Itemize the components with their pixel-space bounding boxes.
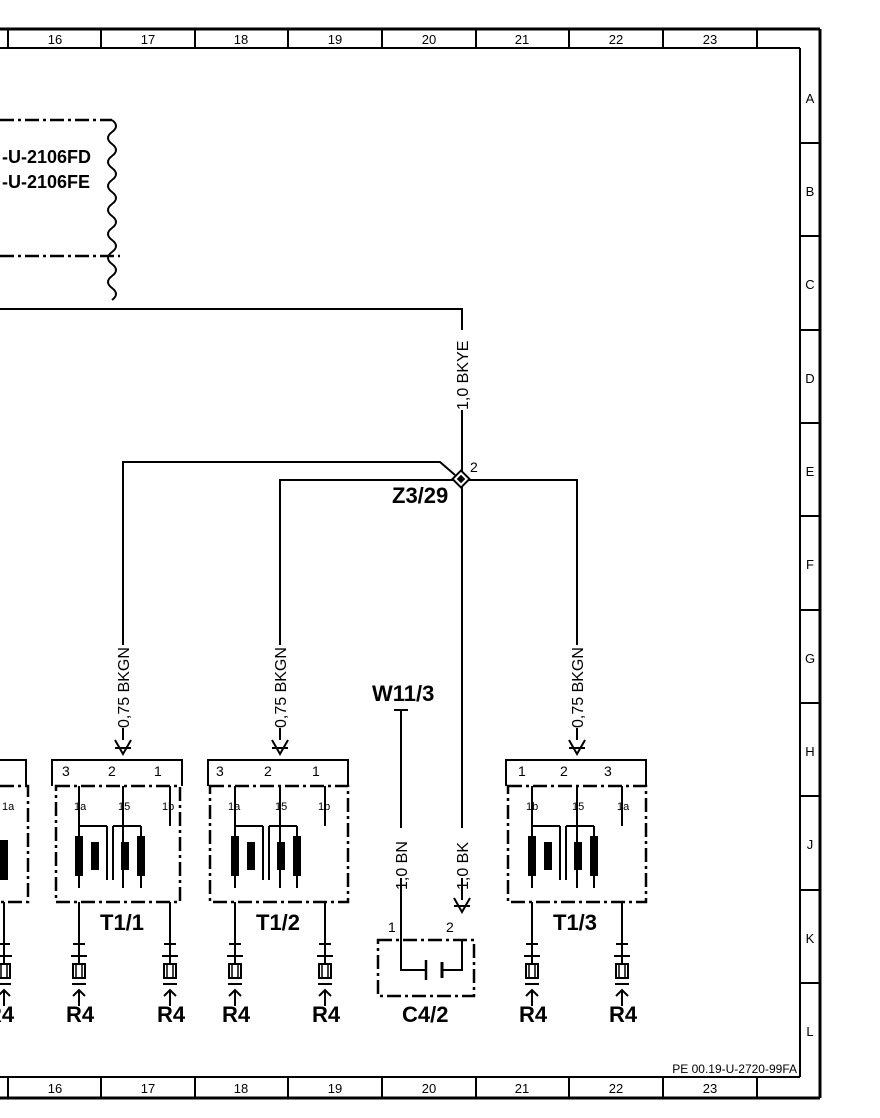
connector-arrow-icon bbox=[568, 739, 586, 755]
connector-arrow-icon bbox=[453, 897, 471, 913]
note-box: -U-2106FD -U-2106FE bbox=[0, 118, 120, 301]
wire-label-c42-1: 1,0 BN bbox=[394, 841, 411, 890]
splice-z3-29: 2 Z3/29 bbox=[392, 459, 478, 508]
pin-label: 2 bbox=[446, 919, 454, 935]
pin-label: 1a bbox=[74, 801, 87, 813]
ground-fork-icon bbox=[70, 943, 88, 1007]
pin-label: 1 bbox=[518, 763, 526, 779]
row-label: L bbox=[806, 1024, 813, 1039]
pin-label: 1 bbox=[312, 763, 320, 779]
pin-label: 1 bbox=[154, 763, 162, 779]
note-line: -U-2106FE bbox=[2, 172, 90, 192]
row-labels: A B C D E F G H J K L bbox=[805, 91, 815, 1039]
col-label: 21 bbox=[515, 1081, 529, 1096]
ground-fork-icon bbox=[161, 943, 179, 1007]
component-label: C4/2 bbox=[402, 1002, 448, 1027]
col-label: 16 bbox=[48, 1081, 62, 1096]
col-label: 21 bbox=[515, 32, 529, 47]
pin-label: 1b bbox=[162, 801, 174, 813]
row-label: E bbox=[806, 464, 815, 479]
pin-label: 2 bbox=[264, 763, 272, 779]
column-ticks bbox=[7, 29, 758, 1098]
drawing-reference: PE 00.19-U-2720-99FA bbox=[672, 1062, 797, 1076]
pin-label: 3 bbox=[604, 763, 612, 779]
wires bbox=[0, 308, 578, 940]
column-labels-top: 16 17 18 19 20 21 22 23 bbox=[48, 32, 717, 47]
col-label: 18 bbox=[234, 1081, 248, 1096]
col-label: 19 bbox=[328, 1081, 342, 1096]
col-label: 19 bbox=[328, 32, 342, 47]
col-label: 23 bbox=[703, 1081, 717, 1096]
wire-label-t1-2: 0,75 BKGN bbox=[273, 647, 290, 728]
pin-label: 2 bbox=[560, 763, 568, 779]
pin-label: 15 bbox=[275, 801, 287, 813]
row-label: G bbox=[805, 651, 815, 666]
col-label: 17 bbox=[141, 1081, 155, 1096]
resistor-label: R4 bbox=[222, 1002, 251, 1027]
component-c4-2: 1 2 C4/2 bbox=[376, 919, 476, 1027]
row-label: J bbox=[807, 837, 814, 852]
splice-label: Z3/29 bbox=[392, 483, 448, 508]
col-label: 20 bbox=[422, 32, 436, 47]
wire-labels: 1,0 BKYE 0,75 BKGN 0,75 BKGN 0,75 BKGN 1… bbox=[116, 341, 587, 890]
resistor-label: R4 bbox=[312, 1002, 341, 1027]
resistor-label: R4 bbox=[157, 1002, 186, 1027]
ground-fork-icon bbox=[613, 943, 631, 1007]
splice-pin: 2 bbox=[470, 459, 478, 475]
pin-label: 15 bbox=[572, 801, 584, 813]
resistor-label: R4 bbox=[66, 1002, 95, 1027]
col-label: 20 bbox=[422, 1081, 436, 1096]
row-label: H bbox=[805, 744, 814, 759]
pin-label: 1a bbox=[617, 801, 630, 813]
wire-label-feed: 1,0 BKYE bbox=[455, 341, 472, 410]
module-t1-3: 1 2 3 1b 15 1a T1/3 bbox=[505, 759, 648, 944]
row-label: K bbox=[806, 931, 815, 946]
ground-fork-icon bbox=[226, 943, 244, 1007]
wire-label-t1-3: 0,75 BKGN bbox=[570, 647, 587, 728]
col-label: 16 bbox=[48, 32, 62, 47]
col-label: 23 bbox=[703, 32, 717, 47]
col-label: 22 bbox=[609, 32, 623, 47]
col-label: 17 bbox=[141, 32, 155, 47]
pin-label: 3 bbox=[62, 763, 70, 779]
pin-label: 1a bbox=[2, 801, 15, 813]
wire-label-c42-2: 1,0 BK bbox=[455, 842, 472, 890]
module-label: T1/1 bbox=[100, 910, 144, 935]
ground-fork-icon bbox=[316, 943, 334, 1007]
note-line: -U-2106FD bbox=[2, 147, 91, 167]
row-label: F bbox=[806, 557, 814, 572]
row-label: C bbox=[805, 277, 814, 292]
resistor-label: R4 bbox=[609, 1002, 638, 1027]
wire-label-t1-1: 0,75 BKGN bbox=[116, 647, 133, 728]
sheet-frame bbox=[0, 27, 822, 1100]
row-label: D bbox=[805, 371, 814, 386]
resistor-label: R4 bbox=[519, 1002, 548, 1027]
ground-point-w11-3: W11/3 bbox=[372, 681, 434, 706]
col-label: 22 bbox=[609, 1081, 623, 1096]
column-labels-bottom: 16 17 18 19 20 21 22 23 bbox=[48, 1081, 717, 1096]
r4-labels: R4 R4 R4 R4 R4 R4 R4 bbox=[0, 1002, 638, 1027]
ground-fork-icon bbox=[523, 943, 541, 1007]
col-label: 18 bbox=[234, 32, 248, 47]
pin-label: 1 bbox=[388, 919, 396, 935]
resistor-label: R4 bbox=[0, 1002, 15, 1027]
row-label: A bbox=[806, 91, 815, 106]
module-partial-left: 1a bbox=[0, 759, 30, 944]
ground-fork-icon bbox=[0, 943, 13, 1007]
row-ticks bbox=[800, 142, 820, 984]
connector-arrow-icon bbox=[271, 739, 289, 755]
module-label: T1/2 bbox=[256, 910, 300, 935]
module-t1-2: 3 2 1 1a 15 1b T1/2 bbox=[207, 759, 350, 944]
pin-label: 15 bbox=[118, 801, 130, 813]
module-t1-1: 3 2 1 1a 15 1b T1/1 bbox=[51, 759, 183, 944]
row-label: B bbox=[806, 184, 815, 199]
pin-label: 3 bbox=[216, 763, 224, 779]
pin-label: 2 bbox=[108, 763, 116, 779]
connector-arrow-icon bbox=[114, 739, 132, 755]
module-label: T1/3 bbox=[553, 910, 597, 935]
